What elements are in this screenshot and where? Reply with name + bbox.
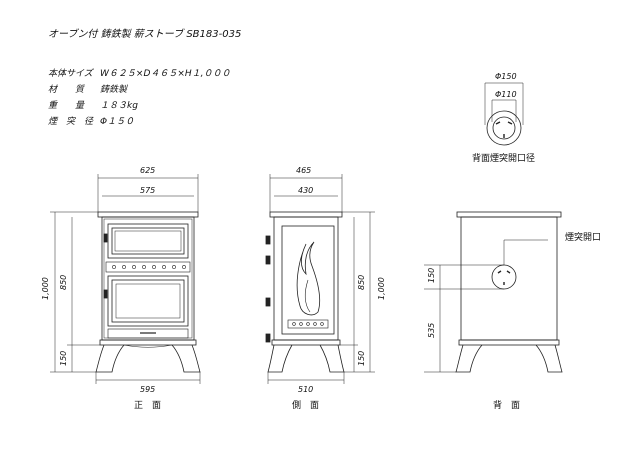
flue-detail-caption: 背面煙突開口径 (472, 152, 535, 164)
flue-inner-dia: Φ110 (495, 90, 517, 99)
flue-outer-dia: Φ150 (495, 72, 517, 81)
spec-flue-label: 煙 突 径 (48, 117, 94, 127)
front-view: 625 575 (41, 166, 201, 411)
back-view: 煙突開口 150 535 背 面 (424, 211, 601, 411)
side-height-leg: 150 (357, 351, 366, 366)
side-depth-body: 430 (298, 186, 313, 195)
side-depth-base: 510 (298, 385, 313, 394)
front-width-total: 625 (140, 166, 155, 175)
front-height-total: 1,000 (41, 277, 50, 300)
vent-holes (112, 265, 186, 269)
front-height-body: 850 (59, 275, 68, 290)
spec-flue-value: Φ１５０ (100, 117, 135, 127)
side-caption: 側 面 (292, 399, 319, 411)
side-view: 465 430 (265, 166, 386, 411)
spec-material-label: 材 質 (48, 85, 85, 95)
spec-size-label: 本体サイズ (48, 69, 93, 79)
spec-material-value: 鋳鉄製 (100, 85, 128, 95)
flue-detail: Φ150 Φ110 背面煙突開口径 (472, 72, 535, 164)
front-caption: 正 面 (134, 400, 161, 411)
back-caption: 背 面 (493, 399, 520, 411)
back-flue-dia: 150 (427, 268, 436, 283)
spec-weight-value: １８３kg (100, 101, 138, 111)
side-depth-total: 465 (296, 166, 311, 175)
spec-size-value: W６２５×D４６５×H１,０００ (100, 69, 231, 79)
front-width-body: 575 (140, 186, 155, 195)
spec-weight-label: 重 量 (48, 101, 85, 111)
front-width-base: 595 (140, 385, 155, 394)
back-flue-label: 煙突開口 (565, 231, 601, 243)
side-height-body: 850 (357, 275, 366, 290)
side-height-total: 1,000 (377, 277, 386, 300)
back-flue-height: 535 (427, 323, 436, 338)
product-title: オーブン付 鋳鉄製 薪ストーブ SB183-035 (48, 29, 242, 40)
front-height-leg: 150 (59, 351, 68, 366)
